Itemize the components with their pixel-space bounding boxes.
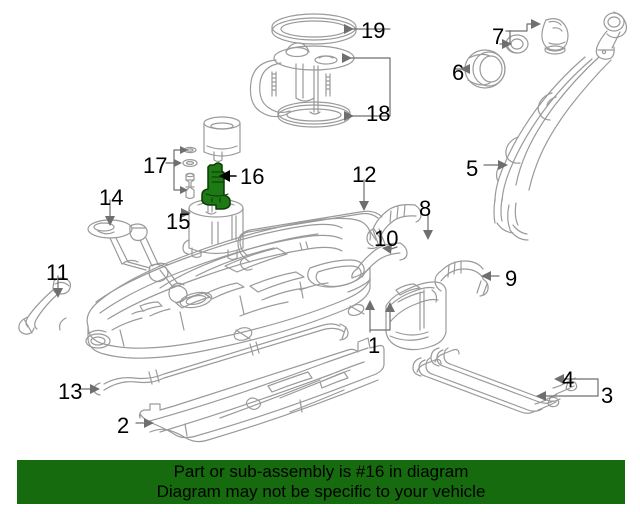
leader-line-15: [181, 208, 191, 218]
part-12-vent-hose: [237, 210, 383, 271]
tank-outlet-fittings: [233, 303, 365, 341]
leader-line-13: [79, 384, 100, 394]
callout-19: 19: [361, 18, 386, 43]
callout-1: 1: [368, 333, 381, 358]
notice-line-1: Part or sub-assembly is #16 in diagram: [173, 462, 469, 481]
part-notice-banner: Part or sub-assembly is #16 in diagram D…: [17, 460, 625, 504]
leader-line-14: [105, 199, 115, 226]
fuel-pump-module: [249, 42, 355, 118]
callout-12: 12: [352, 162, 377, 187]
part-2-tank-shield: [138, 337, 385, 443]
part-9-hose: [434, 260, 489, 297]
callout-14: 14: [99, 185, 124, 210]
part-18-ring: [277, 101, 351, 128]
part-4-strap-upper: [430, 347, 578, 404]
leader-lines-17: [165, 146, 188, 194]
leader-lines-7: [499, 19, 541, 49]
callout-18: 18: [366, 101, 391, 126]
leader-line-6: [454, 64, 470, 74]
leader-line-16: [219, 170, 237, 182]
callout-8: 8: [419, 196, 432, 221]
part-6-seal: [464, 49, 506, 89]
part-16-highlighted: [201, 162, 231, 210]
callout-16: 16: [240, 164, 265, 189]
leader-line-8: [423, 213, 433, 240]
fuel-filter-canister: [203, 116, 241, 163]
callout-3: 3: [601, 383, 614, 408]
callout-4: 4: [562, 367, 575, 392]
callout-9: 9: [505, 266, 518, 291]
leader-line-10: [382, 244, 398, 254]
part-5-filler-pipe: [493, 11, 628, 241]
callout-11: 11: [46, 260, 69, 285]
callout-6: 6: [452, 60, 465, 85]
callout-13: 13: [58, 379, 83, 404]
leader-line-2: [135, 418, 154, 428]
leader-line-12: [359, 179, 369, 211]
part-11-hose: [18, 277, 72, 335]
callout-17: 17: [143, 153, 168, 178]
leader-line-5: [483, 160, 508, 170]
part-3-strap-lower: [412, 357, 560, 414]
leader-lines-3-4: [536, 374, 599, 401]
leader-lines-19-18: [342, 24, 391, 121]
leader-line-9: [481, 271, 500, 281]
part-13-fuel-line: [93, 323, 349, 396]
leader-lines-1: [365, 300, 395, 333]
part-19-gasket: [271, 13, 357, 45]
callout-10: 10: [374, 226, 399, 251]
fuel-tank-body: [59, 217, 371, 359]
callout-2: 2: [117, 413, 130, 438]
callout-7: 7: [492, 24, 505, 49]
leader-line-11: [53, 275, 63, 298]
part-17-orings-valve: [182, 146, 198, 200]
notice-line-2: Diagram may not be specific to your vehi…: [156, 482, 486, 501]
callout-5: 5: [466, 156, 479, 181]
part-1-canister: [385, 281, 447, 351]
callout-15: 15: [166, 209, 191, 234]
